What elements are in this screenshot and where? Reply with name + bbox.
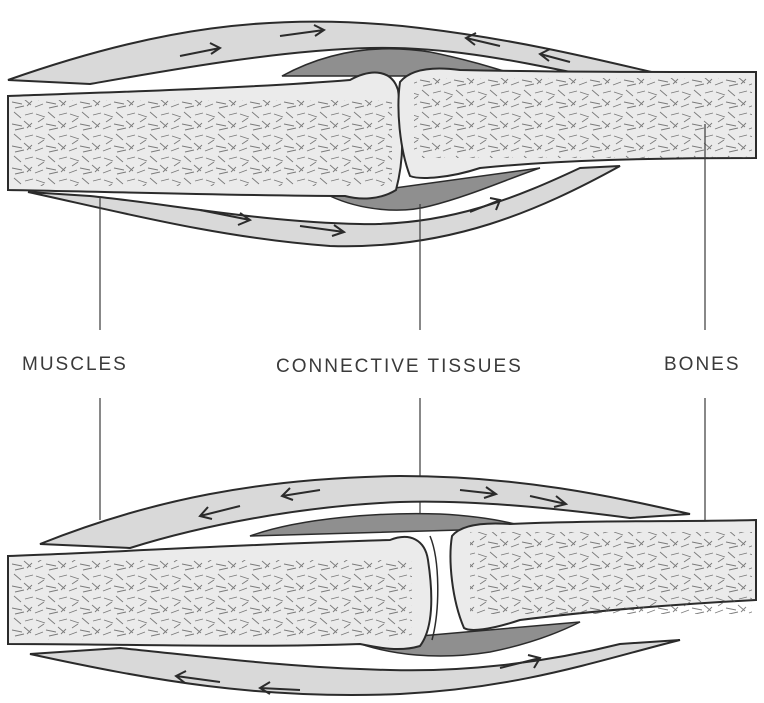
bottom-joint <box>8 476 756 695</box>
top-joint <box>8 21 756 246</box>
connective-tissues-label: CONNECTIVE TISSUES <box>276 356 523 378</box>
bottom-lower-muscle <box>30 640 680 695</box>
muscles-label: MUSCLES <box>22 354 128 376</box>
bones-label: BONES <box>664 354 741 376</box>
